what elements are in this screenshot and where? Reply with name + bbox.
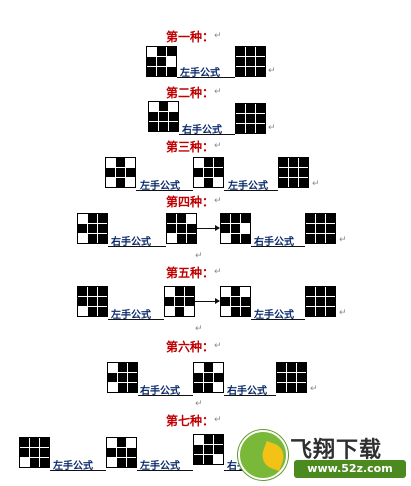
underline xyxy=(136,190,193,191)
watermark-brand: 飞翔下载 xyxy=(290,438,383,463)
formula-label: 左手公式 xyxy=(140,181,180,192)
paragraph-mark: ↵ xyxy=(214,415,222,425)
section-title-7: 第七种： xyxy=(166,414,215,428)
underline xyxy=(138,395,193,396)
cube-pattern xyxy=(220,286,251,317)
cube-pattern xyxy=(220,213,251,244)
formula-label: 右手公式 xyxy=(111,237,151,248)
arrow-connector xyxy=(197,225,220,231)
formula-label: 右手公式 xyxy=(254,237,294,248)
formula-label: 左手公式 xyxy=(111,310,151,321)
cube-pattern-solved xyxy=(276,362,307,393)
underline xyxy=(137,470,193,471)
cube-pattern xyxy=(164,286,195,317)
underline xyxy=(50,470,106,471)
section-title-5: 第五种： xyxy=(166,266,215,280)
paragraph-mark: ↵ xyxy=(268,123,276,133)
cube-pattern xyxy=(107,362,138,393)
formula-label: 左手公式 xyxy=(53,461,93,472)
paragraph-mark: ↵ xyxy=(339,235,347,245)
paragraph-mark: ↵ xyxy=(312,179,320,189)
arrow-connector xyxy=(195,298,220,304)
paragraph-mark: ↵ xyxy=(268,66,276,76)
cube-pattern-solved xyxy=(278,157,309,188)
paragraph-mark: ↵ xyxy=(195,251,203,261)
formula-label: 右手公式 xyxy=(140,386,180,397)
formula-label: 左手公式 xyxy=(180,68,220,79)
section-title-4: 第四种： xyxy=(166,195,215,209)
watermark-logo: 飞翔下载 www.52z.com xyxy=(228,428,411,486)
leaf-logo-icon xyxy=(238,430,288,480)
formula-label: 左手公式 xyxy=(254,310,294,321)
cube-pattern xyxy=(193,157,224,188)
paragraph-mark: ↵ xyxy=(195,324,203,334)
underline xyxy=(224,470,244,471)
section-title-1: 第一种： xyxy=(166,30,215,44)
formula-label: 左手公式 xyxy=(228,181,268,192)
cube-pattern xyxy=(77,286,108,317)
underline xyxy=(251,319,305,320)
paragraph-mark: ↵ xyxy=(195,399,203,409)
section-title-6: 第六种： xyxy=(166,340,215,354)
cube-pattern xyxy=(19,437,50,468)
paragraph-mark: ↵ xyxy=(339,308,347,318)
cube-pattern xyxy=(106,437,137,468)
paragraph-mark: ↵ xyxy=(310,384,318,394)
underline xyxy=(251,246,305,247)
watermark-url: www.52z.com xyxy=(294,460,406,478)
paragraph-mark: ↵ xyxy=(214,31,222,41)
underline xyxy=(177,77,235,78)
underline xyxy=(224,395,276,396)
cube-pattern xyxy=(146,46,177,77)
cube-pattern xyxy=(166,213,197,244)
underline xyxy=(108,319,164,320)
paragraph-mark: ↵ xyxy=(214,141,222,151)
paragraph-mark: ↵ xyxy=(214,87,222,97)
underline xyxy=(108,246,166,247)
cube-pattern-solved xyxy=(305,213,336,244)
formula-label: 右手公式 xyxy=(182,125,222,136)
section-title-2: 第二种： xyxy=(166,86,215,100)
formula-label: 右手公式 xyxy=(227,386,267,397)
cube-pattern-solved xyxy=(235,103,266,134)
section-title-3: 第三种： xyxy=(166,140,215,154)
formula-label: 左手公式 xyxy=(140,461,180,472)
cube-pattern xyxy=(105,157,136,188)
cube-pattern xyxy=(193,362,224,393)
paragraph-mark: ↵ xyxy=(214,341,222,351)
cube-pattern xyxy=(193,434,224,465)
cube-pattern-solved xyxy=(235,46,266,77)
cube-pattern xyxy=(148,101,179,132)
cube-pattern xyxy=(77,213,108,244)
cube-pattern-solved xyxy=(305,286,336,317)
underline xyxy=(224,190,278,191)
paragraph-mark: ↵ xyxy=(214,196,222,206)
underline xyxy=(179,134,235,135)
paragraph-mark: ↵ xyxy=(214,267,222,277)
